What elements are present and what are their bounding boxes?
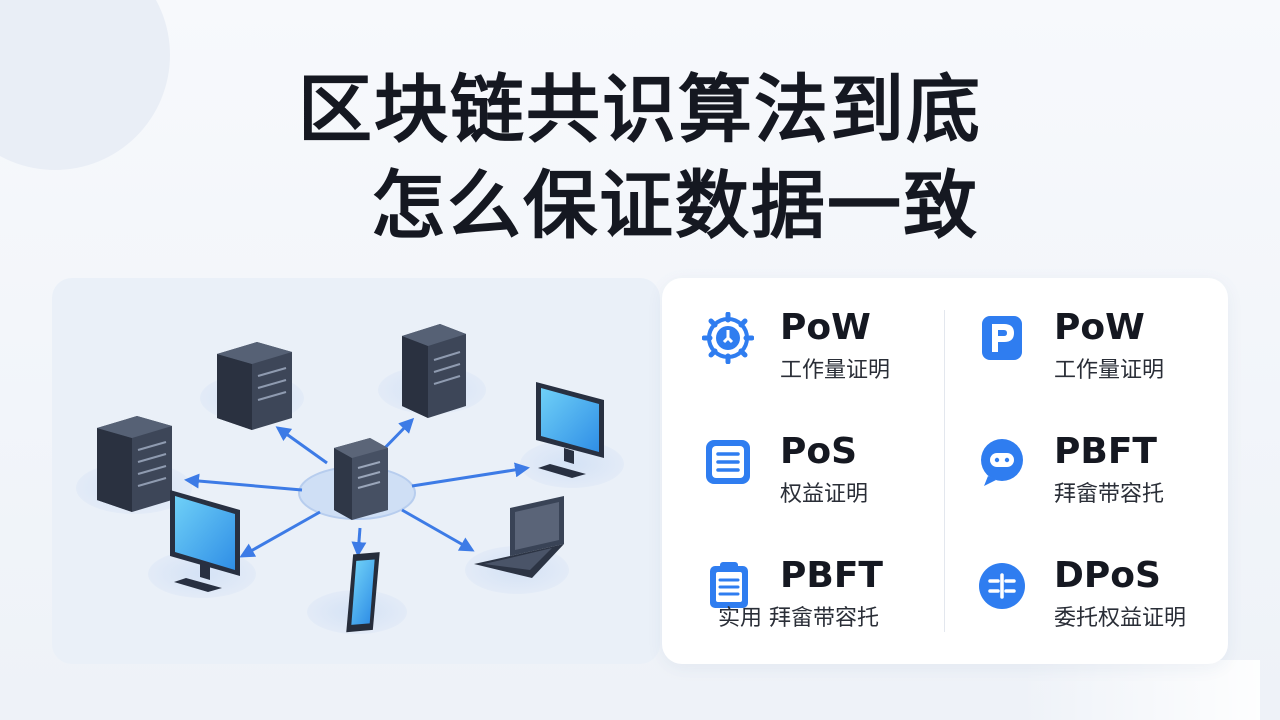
algorithm-item-pos: PoS 权益证明	[662, 430, 912, 520]
algorithm-desc: 实用 拜畲带容托	[718, 606, 879, 631]
algorithm-desc: 权益证明	[780, 482, 869, 507]
server-rack-icon	[97, 416, 172, 512]
smartphone-icon	[346, 552, 380, 633]
monitor-icon	[536, 382, 604, 478]
column-divider	[944, 310, 945, 632]
algorithm-desc: 工作量证明	[1054, 358, 1165, 383]
algorithm-item-pow: PoW 工作量证明	[662, 306, 912, 396]
algorithm-name: PBFT	[1054, 431, 1157, 472]
document-icon	[706, 440, 750, 484]
p-logo-icon	[982, 316, 1022, 360]
algorithm-name: PBFT	[780, 555, 883, 596]
central-server-icon	[334, 438, 388, 520]
connection-arrows	[184, 417, 530, 558]
algorithm-desc: 委托权益证明	[1054, 606, 1187, 631]
laptop-icon	[474, 496, 564, 578]
algorithm-item-pbft: PBFT 实用 拜畲带容托	[662, 554, 912, 644]
algorithm-name: DPoS	[1054, 555, 1161, 596]
clipboard-icon	[710, 562, 748, 608]
server-tower-icon	[402, 324, 466, 418]
page-title: 区块链共识算法到底 怎么保证数据一致	[0, 62, 1280, 254]
split-circle-icon	[979, 563, 1025, 609]
algorithm-name: PoW	[780, 307, 871, 348]
chat-bubble-icon	[981, 439, 1023, 486]
algorithm-desc: 工作量证明	[780, 358, 891, 383]
algorithm-name: PoS	[780, 431, 858, 472]
algorithm-item-dpos: DPoS 委托权益证明	[936, 554, 1186, 644]
consensus-algorithms-panel: PoW 工作量证明 PoS 权益证明 PBFT 实用 拜畲	[662, 278, 1228, 664]
algorithm-name: PoW	[1054, 307, 1145, 348]
algorithm-item-pow-alt: PoW 工作量证明	[936, 306, 1186, 396]
title-line-1: 区块链共识算法到底	[298, 67, 982, 153]
algorithm-item-pbft-alt: PBFT 拜畲带容托	[936, 430, 1186, 520]
title-line-2: 怎么保证数据一致	[371, 163, 979, 249]
algorithm-desc: 拜畲带容托	[1054, 482, 1165, 507]
network-illustration-panel	[52, 278, 660, 664]
gear-icon	[702, 312, 754, 364]
monitor-icon	[170, 490, 240, 592]
server-rack-icon	[217, 342, 292, 430]
p2p-network-illustration	[76, 324, 624, 634]
decorative-fade	[1020, 660, 1260, 720]
